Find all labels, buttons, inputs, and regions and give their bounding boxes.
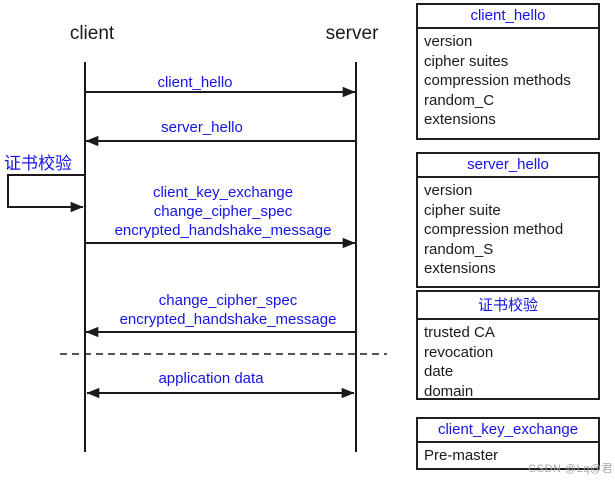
message-application-data: application data (158, 370, 264, 387)
actor-client-label: client (69, 23, 115, 44)
message-line: client_key_exchange (152, 184, 294, 201)
message-server-hello: server_hello (161, 119, 243, 136)
info-box-body: Pre-master (418, 443, 598, 466)
info-box-cert-check: 证书校验 trusted CA revocation date domain (416, 290, 600, 400)
info-box-title: server_hello (418, 154, 598, 178)
info-item: version (424, 33, 473, 50)
info-item: extensions (424, 111, 496, 128)
info-box-body: trusted CA revocation date domain (418, 320, 598, 401)
info-item: random_C (424, 91, 495, 109)
info-box-title: 证书校验 (418, 292, 598, 320)
message-line: change_cipher_spec (158, 292, 298, 309)
info-item: trusted CA (424, 324, 495, 341)
message-server-finish: change_cipher_spec encrypted_handshake_m… (120, 291, 337, 329)
message-line: change_cipher_spec (153, 203, 293, 220)
info-box-body: version cipher suite compression method … (418, 178, 598, 279)
message-client-finish: client_key_exchange change_cipher_spec e… (115, 183, 332, 240)
info-box-server-hello: server_hello version cipher suite compre… (416, 152, 600, 288)
cert-check-self-loop (7, 174, 85, 213)
info-item: compression method (424, 221, 564, 238)
info-item: compression methods (424, 72, 571, 89)
info-item: random_S (424, 240, 494, 258)
info-item: revocation (424, 343, 494, 361)
info-box-title: client_hello (418, 5, 598, 29)
info-item: cipher suite (424, 201, 501, 219)
info-item: Pre-master (424, 447, 499, 464)
cert-check-label: 证书校验 (4, 154, 72, 173)
info-box-client-key-exchange: client_key_exchange Pre-master (416, 417, 600, 470)
csdn-watermark: CSDN @Lq@君 (528, 463, 613, 475)
info-item: domain (424, 382, 474, 400)
info-box-client-hello: client_hello version cipher suites compr… (416, 3, 600, 140)
info-item: version (424, 182, 473, 199)
info-item: date (424, 363, 454, 380)
info-item: cipher suites (424, 52, 509, 70)
message-client-hello: client_hello (157, 74, 233, 91)
message-line: encrypted_handshake_message (114, 222, 332, 239)
message-line: encrypted_handshake_message (119, 311, 337, 328)
info-item: extensions (424, 260, 496, 277)
info-box-title: client_key_exchange (418, 419, 598, 443)
info-box-body: version cipher suites compression method… (418, 29, 598, 130)
actor-server-label: server (325, 23, 379, 44)
